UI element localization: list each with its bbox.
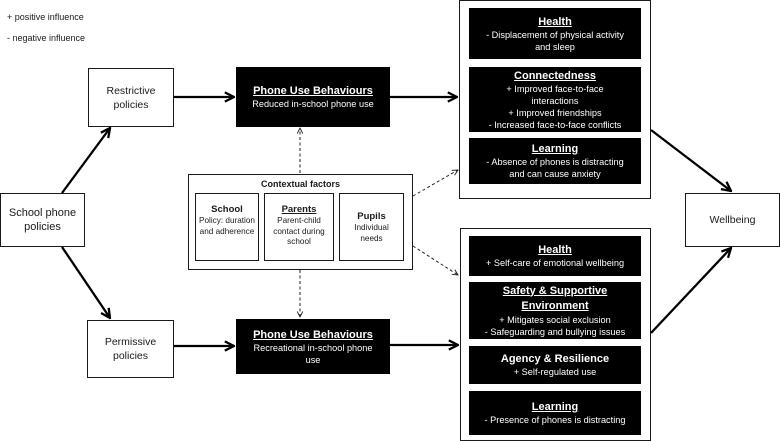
phone-use-behaviours-restrictive: Phone Use Behaviours Reduced in-school p… (236, 67, 390, 127)
outcome-agency-resilience: Agency & Resilience + Self-regulated use (469, 346, 641, 384)
outcome-title: Safety & Supportive Environment (502, 284, 608, 312)
factor-parents: Parents Parent-child contact during scho… (264, 193, 334, 261)
outcome-item: - Increased face-to-face conflicts (488, 119, 622, 130)
behaviour-title: Phone Use Behaviours (253, 328, 373, 341)
outcome-title: Agency & Resilience (500, 353, 610, 365)
arrow-outcomes-permissive-to-wellbeing (650, 248, 731, 334)
factor-title: Parents (281, 204, 317, 215)
behaviour-desc: Recreational in-school phone use (253, 342, 373, 365)
legend-positive: + positive influence (7, 12, 84, 22)
behaviour-title: Phone Use Behaviours (253, 85, 373, 97)
factor-title: Pupils (357, 211, 386, 222)
permissive-policies-node: Permissive policies (87, 320, 174, 378)
outcome-connectedness: Connectedness + Improved face-to-face in… (469, 67, 641, 132)
contextual-factors-box: Contextual factors School Policy: durati… (188, 174, 413, 270)
factor-pupils: Pupils Individual needs (339, 193, 404, 261)
arrow-root-to-restrictive (61, 128, 110, 194)
wellbeing-node: Wellbeing (685, 193, 780, 247)
phone-use-behaviours-permissive: Phone Use Behaviours Recreational in-sch… (236, 319, 390, 374)
outcome-safety-supportive-environment: Safety & Supportive Environment + Mitiga… (469, 282, 641, 339)
factor-desc: Parent-child contact during school (273, 216, 325, 246)
outcome-title: Learning (531, 143, 579, 155)
outcome-title: Health (538, 244, 572, 256)
legend-negative: - negative influence (7, 33, 86, 43)
factor-school: School Policy: duration and adherence (195, 193, 259, 261)
school-phone-policies-node: School phone policies (0, 193, 85, 247)
outcome-title: Health (538, 15, 572, 28)
dashed-arrow-context-to-outcomes-permissive (412, 245, 458, 275)
outcomes-permissive-group: Health + Self-care of emotional wellbein… (460, 228, 651, 441)
permissive-policies-label: Permissive policies (104, 336, 157, 362)
restrictive-policies-node: Restrictive policies (88, 68, 174, 127)
outcome-learning: Learning - Presence of phones is distrac… (469, 391, 641, 435)
outcome-item: - Safeguarding and bullying issues (484, 326, 626, 337)
outcome-title: Connectedness (514, 69, 596, 82)
outcome-health: Health - Displacement of physical activi… (469, 8, 641, 59)
outcome-item: + Self-regulated use (513, 367, 597, 377)
factor-desc: Individual needs (354, 223, 389, 243)
outcome-learning: Learning - Absence of phones is distract… (469, 138, 641, 184)
outcome-item: + Mitigates social exclusion (499, 314, 611, 325)
factor-title: School (211, 204, 243, 215)
outcome-item: + Self-care of emotional wellbeing (485, 258, 625, 268)
arrow-outcomes-restrictive-to-wellbeing (650, 129, 731, 191)
dashed-arrow-context-to-outcomes-restrictive (412, 170, 458, 197)
outcome-item: + Improved face-to-face interactions (506, 83, 604, 106)
outcome-item: + Improved friendships (508, 107, 602, 118)
contextual-factors-title: Contextual factors (260, 179, 340, 189)
outcome-title: Learning (531, 401, 579, 413)
outcome-item: - Displacement of physical activity and … (486, 29, 624, 52)
behaviour-desc: Reduced in-school phone use (252, 99, 374, 109)
factor-desc: Policy: duration and adherence (199, 216, 255, 236)
outcomes-restrictive-group: Health - Displacement of physical activi… (459, 0, 651, 199)
restrictive-policies-label: Restrictive policies (106, 84, 156, 111)
school-phone-policies-label: School phone policies (8, 207, 77, 233)
arrow-root-to-permissive (61, 246, 110, 318)
wellbeing-label: Wellbeing (709, 214, 756, 226)
outcome-item: - Absence of phones is distracting and c… (486, 157, 624, 179)
outcome-item: - Presence of phones is distracting (484, 415, 626, 425)
outcome-health: Health + Self-care of emotional wellbein… (469, 236, 641, 276)
